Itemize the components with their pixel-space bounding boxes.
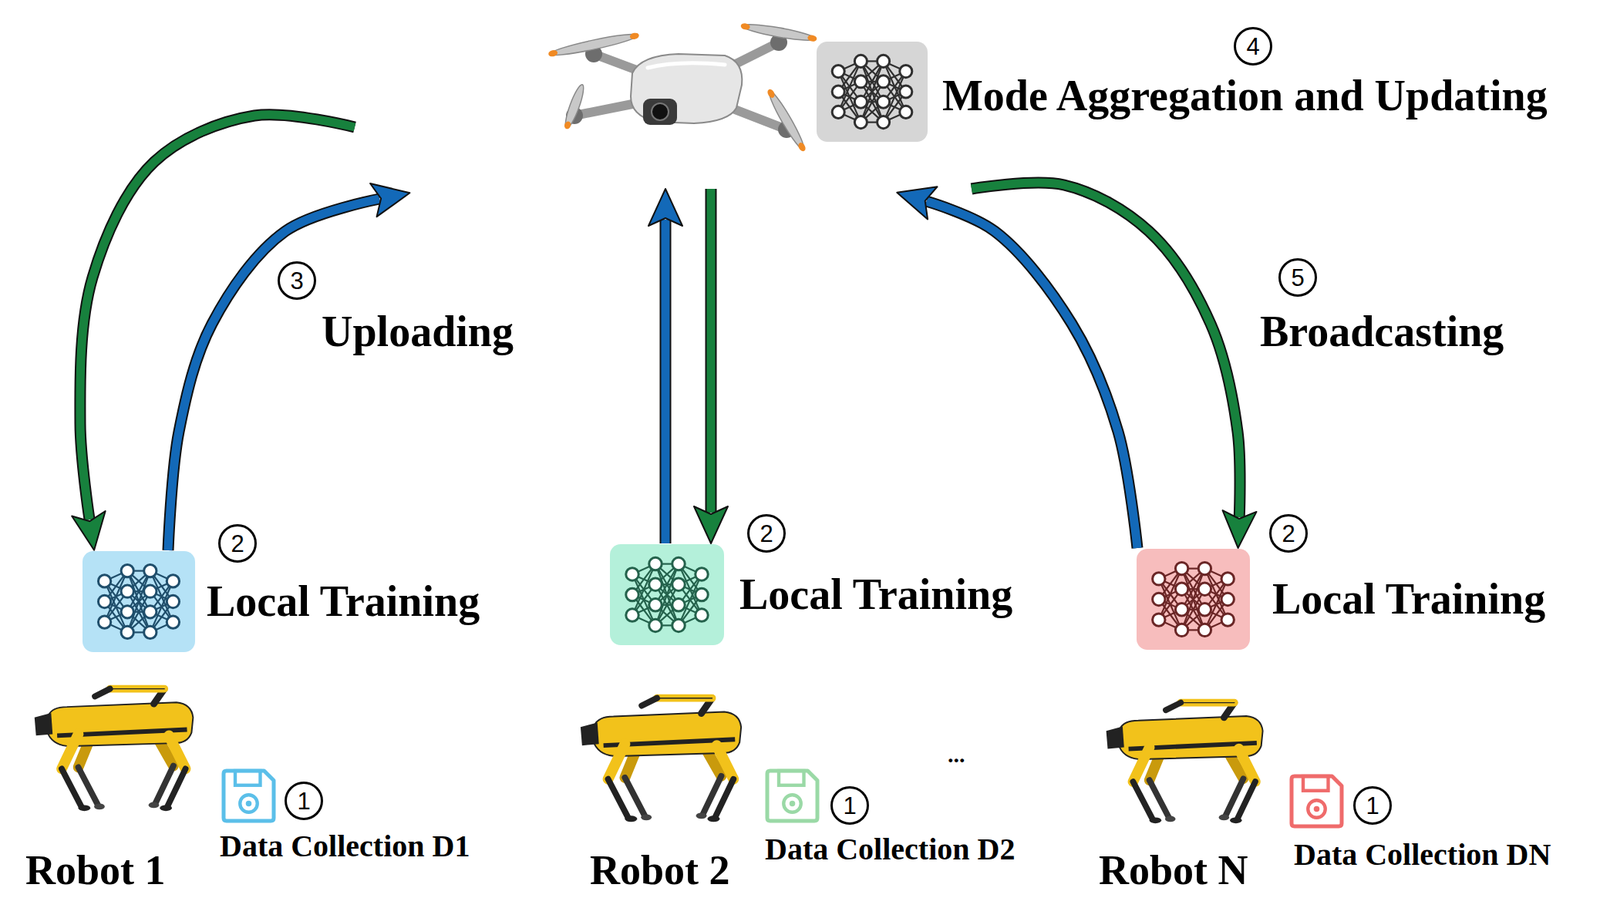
- neural-net-icon: [609, 543, 725, 647]
- callout-number: 4: [1233, 26, 1273, 66]
- neural-net-icon: [81, 550, 196, 654]
- arrow-body: [971, 182, 1240, 518]
- robot-label: Robot 2: [589, 848, 731, 894]
- upload-arrow: [168, 198, 380, 551]
- callout-number: 5: [1278, 258, 1318, 297]
- data-collection-label: Data Collection D1: [219, 829, 470, 864]
- arrow-outline: [971, 182, 1240, 518]
- node-text: Local Training: [206, 578, 480, 627]
- arrow-outline: [660, 219, 672, 544]
- local-training-box: Local Training: [1135, 548, 1546, 651]
- arrow-body: [80, 114, 355, 521]
- arrow-body: [168, 198, 380, 551]
- data-collection-label: Data Collection D2: [764, 832, 1015, 867]
- broadcast-arrow: [971, 182, 1240, 518]
- broadcast-arrow: [710, 188, 712, 513]
- robot-label: Robot N: [1098, 848, 1249, 894]
- callout-number: 2: [747, 514, 786, 553]
- edge-label: Uploading: [321, 308, 514, 357]
- broadcast-arrow: [80, 114, 355, 521]
- arrow-body: [661, 219, 671, 544]
- arrow-body: [926, 201, 1138, 549]
- aggregation-node: Mode Aggregation and Updating: [354, 7, 1570, 189]
- local-training-box: Local Training: [81, 550, 480, 654]
- node-text: Mode Aggregation and Updating: [942, 72, 1548, 121]
- ellipsis-mark: ...: [947, 741, 966, 768]
- node-text: Robot 2: [589, 848, 731, 894]
- local-training-box: Local Training: [609, 543, 1013, 647]
- callout-number: 1: [284, 781, 324, 821]
- callout-number: 1: [830, 786, 870, 826]
- arrow-outline: [705, 188, 718, 513]
- drone-illustration: [547, 20, 818, 153]
- upload-arrow: [665, 219, 667, 544]
- robot-illustration: [34, 689, 1264, 825]
- callout-number: 1: [1353, 786, 1392, 826]
- upload-arrow: [926, 201, 1138, 549]
- edge-label: Broadcasting: [1259, 308, 1504, 357]
- data-collection-label: Data Collection DN: [1293, 838, 1551, 873]
- neural-net-icon: [1135, 548, 1251, 651]
- callout-number: 2: [1269, 514, 1308, 553]
- node-text: Local Training: [739, 571, 1013, 620]
- arrow-outline: [926, 201, 1138, 549]
- callout-number: 2: [218, 524, 257, 563]
- callout-number: 3: [277, 261, 317, 300]
- robot-label: Robot 1: [25, 848, 166, 894]
- node-text: Local Training: [1272, 576, 1546, 624]
- floppy-disk-icon: [223, 771, 1342, 827]
- node-text: Robot 1: [25, 848, 166, 894]
- arrow-outline: [80, 114, 355, 521]
- arrow-outline: [168, 198, 380, 551]
- arrow-body: [707, 188, 716, 513]
- neural-net-icon: [815, 40, 929, 143]
- node-text: Robot N: [1098, 848, 1249, 894]
